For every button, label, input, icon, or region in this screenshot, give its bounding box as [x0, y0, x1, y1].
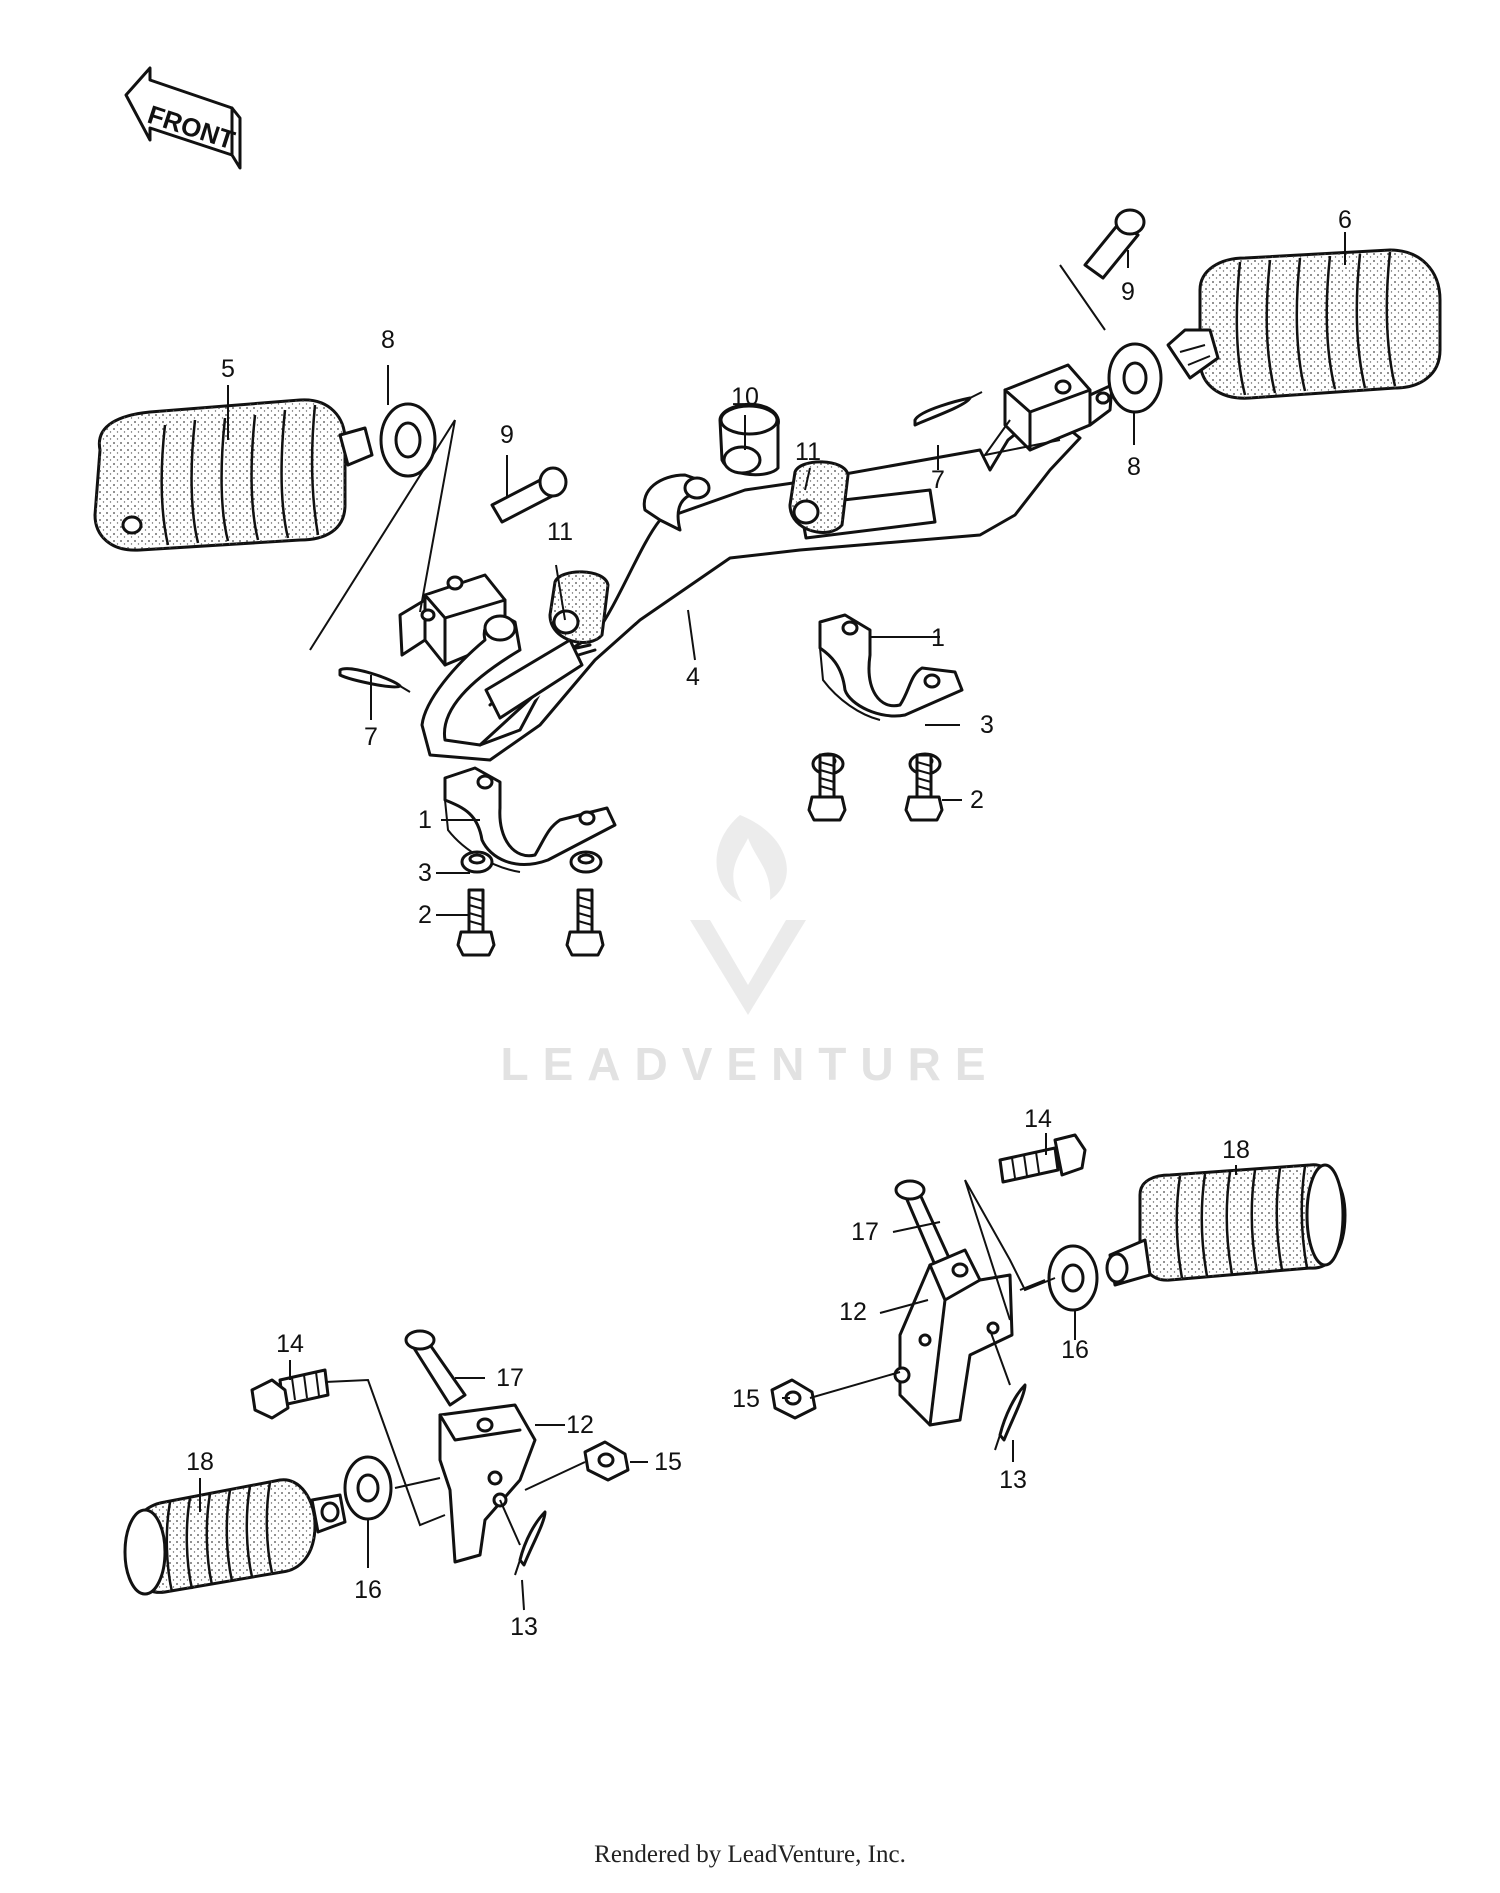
watermark-text: LEADVENTURE — [500, 1038, 999, 1090]
callout-1-upper: 1 — [931, 624, 945, 652]
callout-17-left: 17 — [496, 1364, 524, 1392]
callout-15-left: 15 — [654, 1448, 682, 1476]
callout-10: 10 — [731, 383, 759, 411]
clevis-pin-right — [1083, 208, 1146, 280]
leader-lines — [199, 232, 1346, 1611]
callout-2-lower: 2 — [418, 901, 432, 929]
callout-16-left: 16 — [354, 1576, 382, 1604]
washer-left-lower — [343, 1455, 393, 1521]
callout-4: 4 — [686, 663, 700, 691]
nut-left-lower — [583, 1440, 630, 1482]
nut-right-lower — [770, 1378, 817, 1420]
footpeg-left — [93, 398, 374, 552]
footpeg-left-lower — [123, 1478, 347, 1596]
callout-1-lower: 1 — [418, 806, 432, 834]
clevis-pin-right-lower — [894, 1179, 952, 1267]
footrest-bar — [420, 408, 1082, 762]
callout-8-left: 8 — [381, 326, 395, 354]
bracket-right-lower — [893, 1248, 1014, 1427]
clevis-pin-left-lower — [404, 1329, 467, 1407]
callout-12-right: 12 — [839, 1298, 867, 1326]
callout-16-right: 16 — [1061, 1336, 1089, 1364]
callout-9-left: 9 — [500, 421, 514, 449]
lock-washer-3 — [460, 850, 494, 874]
front-arrow-icon: FRONT — [124, 66, 242, 170]
clevis-pin-left — [490, 466, 568, 524]
washer-right — [1107, 342, 1163, 414]
lock-washer-4 — [569, 850, 603, 874]
callout-6: 6 — [1338, 206, 1352, 234]
clamp-upper — [818, 613, 964, 721]
footer-credit: Rendered by LeadVenture, Inc. — [594, 1841, 906, 1868]
callout-11-right: 11 — [795, 438, 821, 466]
callout-15-right: 15 — [732, 1385, 760, 1413]
cotter-pin-left-lower — [514, 1510, 547, 1576]
cotter-pin-left-upper — [338, 667, 411, 693]
callout-17-right: 17 — [851, 1218, 879, 1246]
callout-13-left: 13 — [510, 1613, 538, 1641]
watermark-logo-icon — [690, 815, 806, 1015]
bushing — [718, 402, 780, 477]
washer-right-lower — [1047, 1244, 1099, 1312]
footpeg-right — [1166, 248, 1442, 400]
callout-7-right: 7 — [931, 466, 945, 494]
callout-7-left: 7 — [364, 723, 378, 751]
bracket-left-lower — [438, 1403, 537, 1564]
bolt-2 — [904, 753, 944, 822]
cotter-pin-right-lower — [994, 1383, 1027, 1451]
callout-9-right: 9 — [1121, 278, 1135, 306]
callout-3-lower: 3 — [418, 859, 432, 887]
bolt-4 — [565, 888, 605, 957]
callout-3-upper: 3 — [980, 711, 994, 739]
callout-8-right: 8 — [1127, 453, 1141, 481]
footpeg-right-lower — [1105, 1163, 1347, 1287]
callout-2-upper: 2 — [970, 786, 984, 814]
bracket-right-upper — [1003, 363, 1114, 452]
bolt-3 — [456, 888, 496, 957]
callout-5: 5 — [221, 355, 235, 383]
callout-14-left: 14 — [276, 1330, 304, 1358]
bolt-right-lower — [998, 1133, 1087, 1184]
callout-12-left: 12 — [566, 1411, 594, 1439]
callout-18-right: 18 — [1222, 1136, 1250, 1164]
callout-14-right: 14 — [1024, 1105, 1052, 1133]
rubber-damper-lower — [548, 570, 610, 644]
cotter-pin-right-upper — [913, 391, 983, 427]
bolt-left-lower — [250, 1368, 330, 1420]
callout-11-left: 11 — [547, 518, 573, 546]
callout-18-left: 18 — [186, 1448, 214, 1476]
callout-13-right: 13 — [999, 1466, 1027, 1494]
washer-left — [379, 402, 437, 478]
bolt-1 — [807, 753, 847, 822]
clamp-lower — [443, 766, 617, 873]
rubber-damper-upper — [788, 460, 850, 534]
